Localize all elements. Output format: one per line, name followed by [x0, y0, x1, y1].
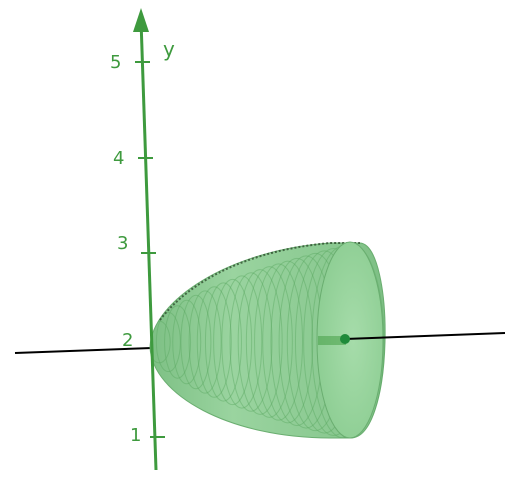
solid-ring [221, 275, 263, 409]
y-axis-line [139, 19, 158, 471]
tick-5: 5 [110, 52, 150, 73]
solid-ring [245, 266, 293, 418]
x-axis-right [344, 332, 505, 340]
tick-4: 4 [113, 148, 153, 169]
solid-ring [237, 269, 283, 415]
paraboloid-solid [149, 241, 386, 439]
solid-ring [172, 299, 202, 385]
tick-2: 2 [122, 330, 133, 351]
tick-3: 3 [117, 233, 156, 254]
tick-label-3: 3 [117, 233, 128, 254]
tick-label-4: 4 [113, 148, 124, 169]
y-axis-label: y [163, 37, 175, 61]
solid-ring [164, 305, 192, 379]
solid-ring [155, 311, 181, 373]
tick-label-1: 1 [130, 425, 141, 446]
center-point [340, 334, 350, 344]
solid-ring [213, 278, 253, 406]
solid-ring [254, 263, 304, 421]
solid-ring [196, 286, 232, 398]
solid-ring [229, 272, 273, 412]
solid-end-cap [316, 241, 384, 439]
tick-label-2: 2 [122, 330, 133, 351]
x-axis-left [14, 347, 153, 354]
tick-label-5: 5 [110, 52, 121, 73]
solid-ring [150, 320, 171, 364]
solid-ring [204, 282, 242, 402]
solid-top-edge [159, 242, 360, 321]
solid-ring [180, 294, 212, 390]
solid-ring [188, 290, 222, 394]
y-axis-arrow-icon [133, 8, 149, 32]
solid-ring [262, 260, 314, 424]
y-axis: y 5 4 3 2 1 [110, 8, 175, 471]
tick-1: 1 [130, 425, 165, 446]
axis-highlight [318, 336, 346, 345]
